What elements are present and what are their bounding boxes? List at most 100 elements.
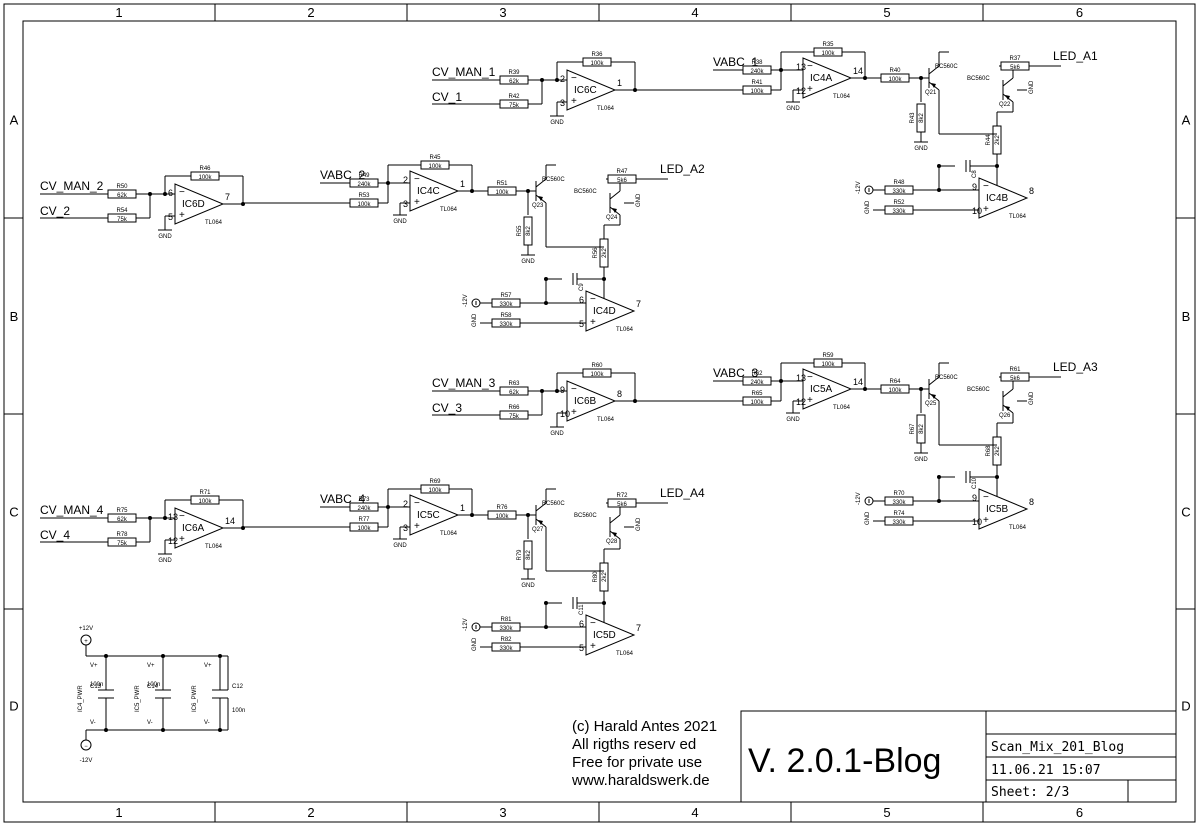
transistor-arrow (1005, 95, 1010, 100)
pin-number: 9 (972, 493, 977, 503)
resistor-value: 100k (428, 488, 442, 494)
supply-label: -12V (856, 492, 862, 505)
resistor-value: 2k2 (995, 135, 1001, 145)
opamp-ref: IC4A (810, 73, 833, 84)
opamp-type: TL064 (833, 405, 851, 411)
resistor (190, 171, 220, 181)
resistor-value: 100k (198, 499, 212, 505)
power-unit-ref: IC5_PWR (135, 685, 141, 712)
resistor-ref: R59 (822, 353, 834, 359)
cv-man-input: CV_MAN_3 (432, 376, 496, 390)
resistor-value: 100k (888, 388, 902, 394)
row-label: C (1181, 505, 1190, 520)
junction (163, 192, 167, 196)
resistor-ref: R37 (1009, 56, 1021, 62)
resistor-ref: R53 (358, 193, 370, 199)
resistor-value: 100k (357, 202, 371, 208)
resistor-ref: R39 (508, 70, 520, 76)
capacitor-ref: C8 (972, 170, 978, 178)
pin-number: 8 (1029, 497, 1034, 507)
resistor-value: 100k (821, 362, 835, 368)
column-label: 5 (883, 805, 890, 820)
supply-label: -12V (856, 181, 862, 194)
gnd-label: GND (521, 259, 535, 265)
wire (1002, 77, 1014, 87)
opamp-plus: + (590, 317, 596, 328)
transistor-ref: Q23 (532, 203, 544, 209)
pin-number: 6 (579, 619, 584, 629)
power-unit-ref: IC4_PWR (78, 685, 84, 712)
pin-number: 10 (972, 517, 982, 527)
opamp-ref: IC6A (182, 523, 205, 534)
opamp-minus: − (571, 384, 577, 395)
opamp-type: TL064 (833, 94, 851, 100)
wire (1002, 388, 1014, 398)
opamp-plus: + (590, 641, 596, 652)
opamp (566, 380, 617, 422)
opamp-plus: + (807, 84, 813, 95)
transistor-ref: Q26 (999, 413, 1011, 419)
gnd-label: GND (550, 431, 564, 437)
wire (535, 178, 547, 188)
supply-label: -12V (463, 294, 469, 307)
resistor-ref: R42 (508, 94, 520, 100)
capacitor-ref: C10 (972, 477, 978, 489)
transistor-arrow (538, 520, 543, 525)
transistor-arrow (538, 196, 543, 201)
resistor-value: 100k (495, 190, 509, 196)
junction (544, 625, 548, 629)
resistor-value: 75k (509, 414, 520, 420)
junction (937, 499, 941, 503)
resistor-value: 100k (750, 400, 764, 406)
resistor-value: 62k (509, 79, 520, 85)
resistor-ref: R71 (199, 490, 211, 496)
transistor-type: BC560C (967, 387, 990, 393)
opamp-ref: IC6D (182, 199, 205, 210)
opamp-minus: − (807, 61, 813, 72)
capacitor-value: 100n (232, 708, 245, 714)
gnd-label: GND (865, 200, 871, 214)
pin-number: 14 (853, 66, 863, 76)
resistor-ref: R80 (593, 571, 599, 583)
pin-number: 5 (579, 643, 584, 653)
file-name: Scan_Mix_201_Blog (991, 740, 1124, 755)
opamp-plus: + (571, 407, 577, 418)
pin-number: 12 (168, 536, 178, 546)
resistor-ref: R35 (822, 42, 834, 48)
wire (535, 502, 547, 512)
opamp-plus: + (983, 204, 989, 215)
transistor-ref: Q28 (606, 539, 618, 545)
resistor-ref: R38 (751, 60, 763, 66)
opamp-ref: IC4B (986, 193, 1009, 204)
pin-number: 14 (225, 516, 235, 526)
resistor-value: 75k (509, 103, 520, 109)
vminus-label: V- (90, 720, 96, 726)
cv-input: CV_2 (40, 204, 70, 218)
resistor-ref: R65 (751, 391, 763, 397)
opamp-plus: + (807, 395, 813, 406)
junction (544, 301, 548, 305)
resistor (813, 47, 843, 57)
resistor-value: 240k (750, 380, 764, 386)
gnd-label: GND (521, 583, 535, 589)
capacitor-ref: C14 (147, 684, 159, 690)
resistor (190, 495, 220, 505)
junction (555, 389, 559, 393)
transistor-type: BC560C (967, 76, 990, 82)
resistor-ref: R46 (199, 166, 211, 172)
junction (937, 188, 941, 192)
resistor-ref: R41 (751, 80, 763, 86)
opamp-plus: + (983, 515, 989, 526)
led-net-label: LED_A1 (1053, 49, 1098, 63)
opamp-ref: IC4D (593, 306, 616, 317)
transistor-type: BC560C (574, 513, 597, 519)
resistor-value: 2k2 (602, 572, 608, 582)
opamp-ref: IC5C (417, 510, 440, 521)
junction (163, 516, 167, 520)
resistor-ref: R63 (508, 381, 520, 387)
resistor (582, 57, 612, 67)
capacitor-ref: C13 (90, 684, 102, 690)
inner-frame (22, 20, 1177, 803)
resistor-ref: R40 (889, 68, 901, 74)
capacitor-ref: C12 (232, 684, 244, 690)
